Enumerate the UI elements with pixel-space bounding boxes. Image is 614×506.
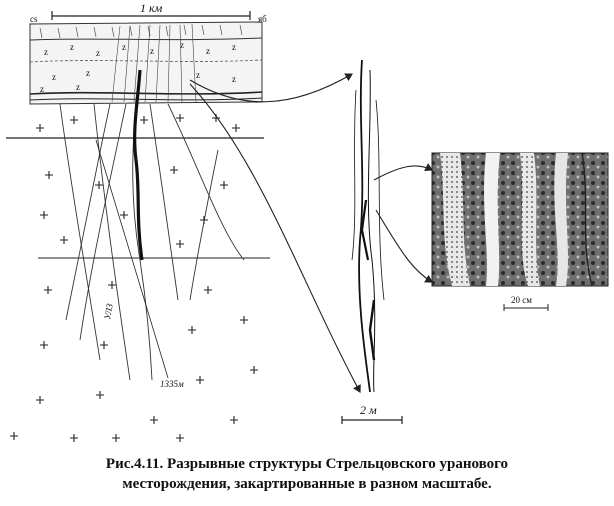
granite-crosses <box>10 114 258 442</box>
main-scale-bar: 1 км <box>51 1 251 20</box>
main-scale-label: 1 км <box>140 1 163 15</box>
svg-text:z: z <box>96 48 100 58</box>
main-ore-vein <box>133 69 144 261</box>
connector-arrows <box>189 73 433 393</box>
svg-text:z: z <box>122 42 126 52</box>
photo-scale-bar: 20 см <box>503 295 549 311</box>
svg-text:z: z <box>232 74 236 84</box>
top-left-label: сs <box>30 14 38 24</box>
borehole-line <box>95 139 169 379</box>
caption-line-1: Рис.4.11. Разрывные структуры Стрельцовс… <box>105 456 509 472</box>
figure-caption: Рис.4.11. Разрывные структуры Стрельцовс… <box>0 454 614 494</box>
svg-text:z: z <box>76 82 80 92</box>
svg-text:z: z <box>52 72 56 82</box>
svg-text:z: z <box>232 42 236 52</box>
svg-text:z: z <box>150 46 154 56</box>
svg-text:z: z <box>180 40 184 50</box>
well-label: УЛЗ <box>102 302 115 320</box>
top-right-label: яб <box>258 14 267 24</box>
svg-text:z: z <box>44 47 48 57</box>
middle-scale-label: 2 м <box>360 403 377 417</box>
photo-scale-label: 20 см <box>511 295 532 305</box>
svg-text:z: z <box>40 84 44 94</box>
svg-text:z: z <box>70 42 74 52</box>
caption-line-2: месторождения, закартированные в разном … <box>122 476 492 492</box>
svg-text:z: z <box>196 70 200 80</box>
svg-text:z: z <box>86 68 90 78</box>
fault-lines <box>59 101 245 381</box>
vein-sketch <box>351 59 385 393</box>
borehole-label: 1335м <box>160 379 184 389</box>
outcrop-photo <box>431 152 609 287</box>
svg-text:z: z <box>206 46 210 56</box>
middle-scale-bar: 2 м <box>341 403 403 424</box>
